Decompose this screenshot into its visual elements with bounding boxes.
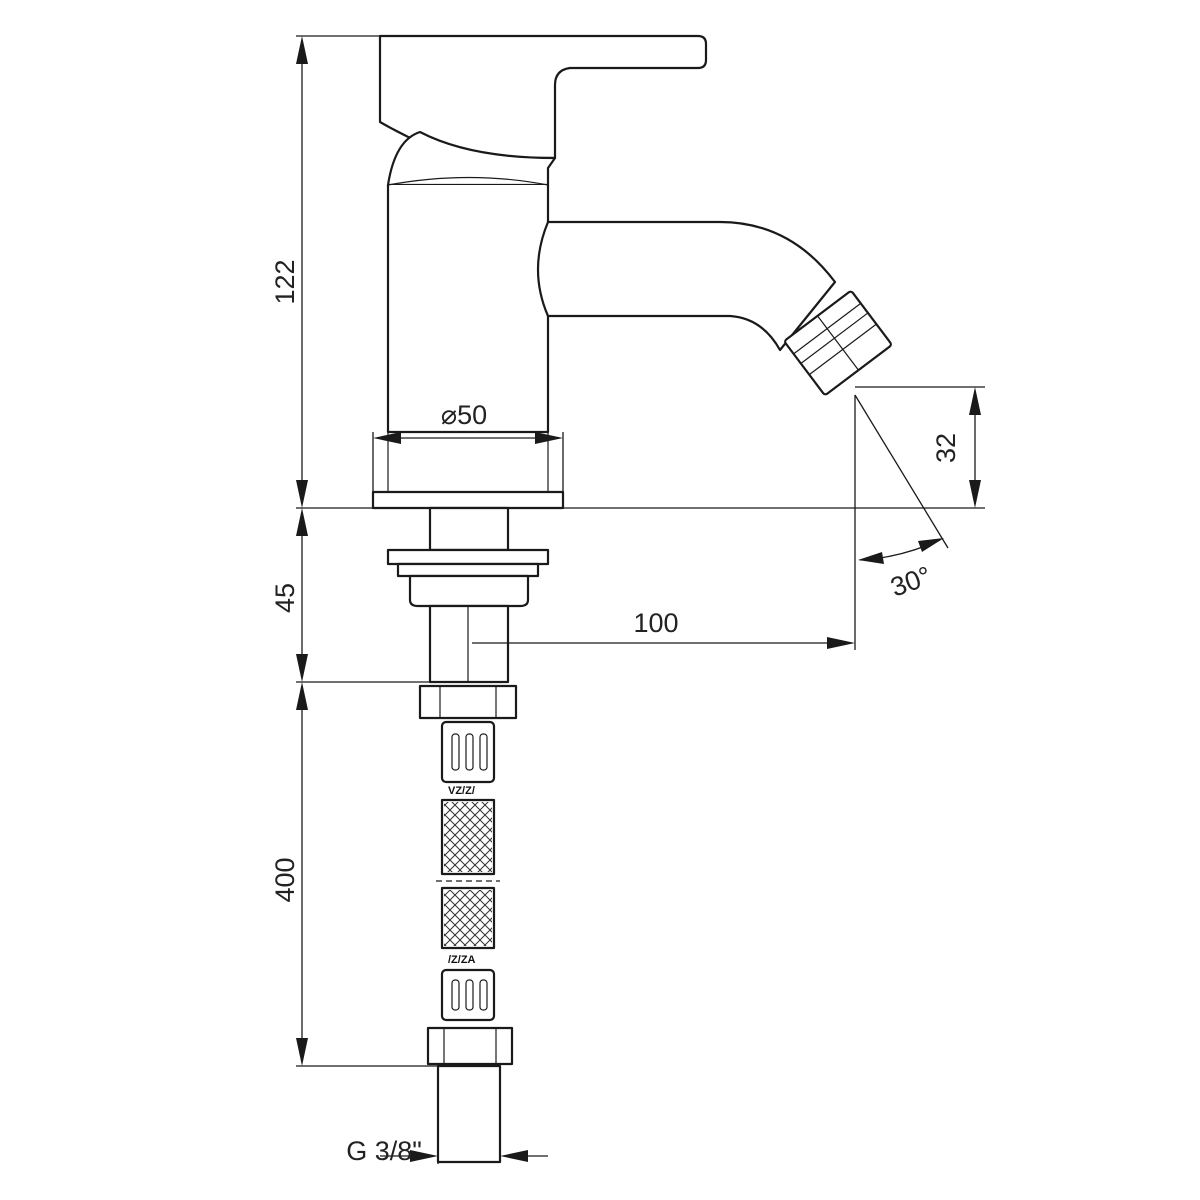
hose-top-crimp: [440, 720, 496, 784]
shank: [428, 506, 510, 552]
spout: [536, 220, 837, 352]
lower-shank: [428, 604, 510, 684]
dim-thread: G 3/8": [346, 1136, 422, 1166]
hose-bottom-crimp: [440, 968, 496, 1022]
hose-label-lower: /Z/ZA: [448, 954, 476, 966]
body-cylinder: [386, 183, 550, 434]
mounting-assembly: [386, 506, 550, 684]
hose-bottom-nut: [426, 1026, 514, 1066]
dim-hose-length: 400: [270, 857, 300, 902]
base-ring: [371, 490, 565, 510]
faucet-body: [371, 34, 892, 510]
dim-body-height: 122: [270, 259, 300, 304]
hose-label-upper: VZ/Z/: [448, 785, 475, 797]
hose-top-nut: [418, 684, 518, 720]
flange: [396, 562, 540, 578]
flexible-hose: VZ/Z/ /Z/ZA: [418, 684, 518, 1164]
handle-cap: [386, 130, 557, 187]
dim-aerator-height: 32: [931, 433, 961, 463]
dimensions: 122 45 400 ⌀50 100 32 30°: [270, 35, 985, 1166]
dim-spout-reach: 100: [633, 608, 678, 638]
mounting-nut: [408, 574, 530, 608]
aerator: [784, 290, 892, 396]
washer: [386, 548, 550, 566]
dim-base-to-hose: 45: [270, 583, 300, 613]
dim-body-diameter: ⌀50: [441, 400, 487, 430]
dim-aerator-angle: 30°: [887, 560, 936, 602]
